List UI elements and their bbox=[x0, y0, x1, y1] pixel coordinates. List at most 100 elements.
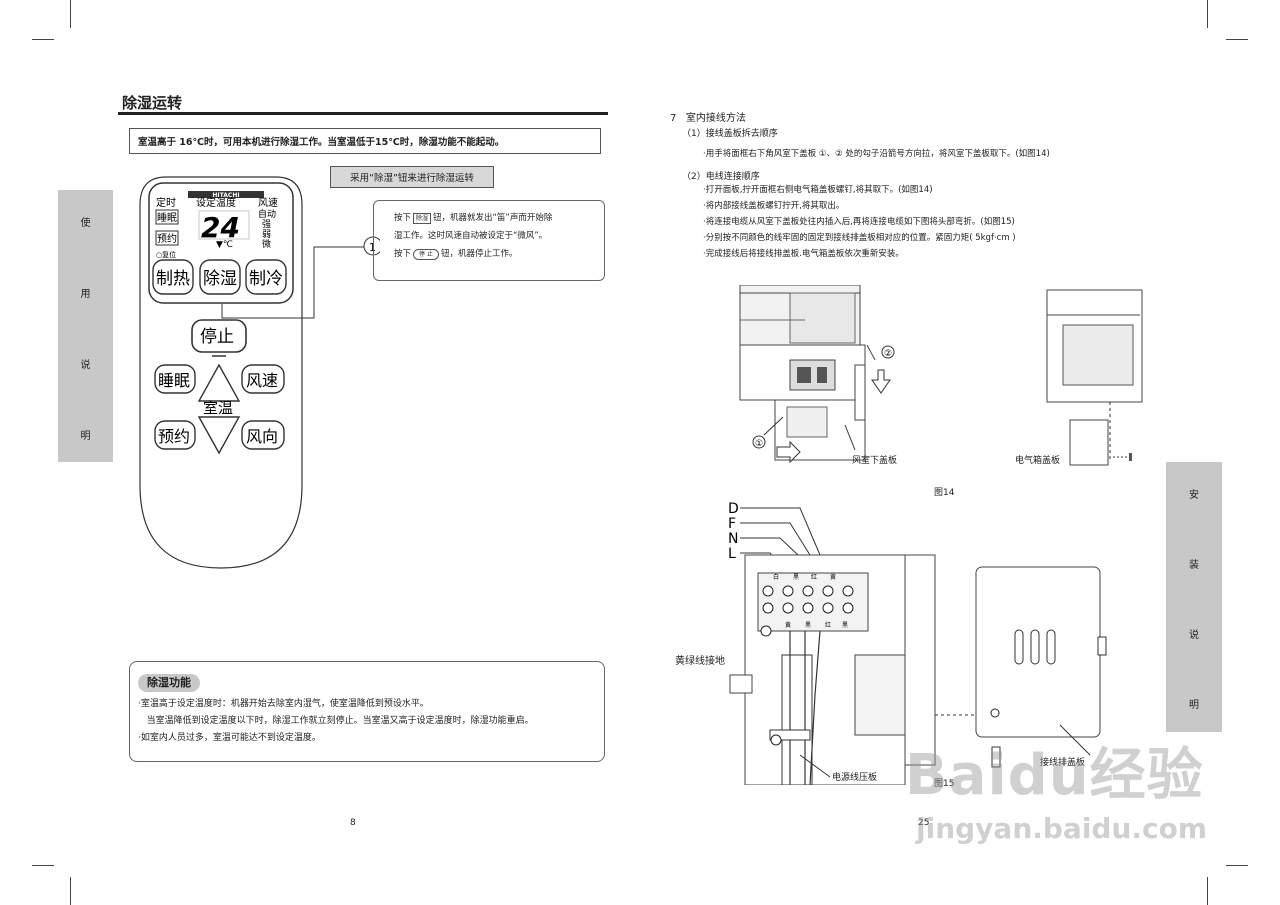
terminal-cover-label: 接线排盖板 bbox=[1040, 758, 1086, 768]
watermark-url: jingyan.baidu.com bbox=[916, 812, 1208, 845]
function-line: ·室温高于设定温度时：机器开始去除室内湿气，使室温降低到预设水平。 bbox=[138, 699, 429, 709]
temperature-note: 室温高于 16℃时，可用本机进行除湿工作。当室温低于15℃时，除湿功能不能起动。 bbox=[129, 128, 601, 154]
dehumidify-function-box: 除湿功能 ·室温高于设定温度时：机器开始去除室内湿气，使室温降低到预设水平。 当… bbox=[129, 661, 605, 762]
function-line: 当室温降低到设定温度以下时，除湿工作就立刻停止。当室温又高于设定温度时，除湿功能… bbox=[138, 716, 534, 726]
terminal-label: 红 bbox=[825, 621, 831, 629]
side-tab-char: 说 bbox=[80, 360, 91, 371]
terminal-label: 黑 bbox=[805, 622, 811, 629]
step-line: ·用手将面框右下角风室下盖板 ①、② 处的勾子沿箭号方向拉，将风室下盖板取下。(… bbox=[703, 149, 1050, 159]
crop-mark bbox=[70, 877, 71, 905]
brand-logo: HITACHI bbox=[212, 192, 239, 199]
wire-letter: N bbox=[728, 531, 738, 547]
terminal-label: 黑 bbox=[842, 622, 848, 629]
figure-caption: 图15 bbox=[934, 779, 955, 789]
step-line: ·将连接电缆从风室下盖板处往内插入后,再将连接电缆如下图将头部弯折。(如图15) bbox=[703, 217, 1015, 227]
callout-number: 1 bbox=[369, 241, 376, 254]
side-tab-char: 明 bbox=[80, 431, 91, 442]
temp-up-icon[interactable] bbox=[197, 363, 241, 402]
side-tab-char: 安 bbox=[1189, 490, 1199, 501]
function-line: ·如室内人员过多，室温可能达不到设定温度。 bbox=[138, 733, 321, 743]
fan-level: 弱 bbox=[262, 229, 271, 240]
temp-down-icon[interactable] bbox=[197, 416, 241, 455]
steps-list: ·打开面板,拧开面框右侧电气箱盖板螺钉,将其取下。(如图14) ·将内部接线盖板… bbox=[703, 182, 1016, 262]
step-line: ·分别按不同颜色的线牢固的固定到接线排盖板相对应的位置。紧固力矩( 5kgf·c… bbox=[703, 233, 1016, 243]
subheading-1: （1）接线盖板拆去顺序 bbox=[682, 129, 778, 139]
dry-button[interactable]: 除湿 bbox=[203, 269, 237, 289]
instruction-line: 按下除湿钮，机器就发出“笛”声而开始除 bbox=[394, 209, 594, 227]
instruction-text: 按下 bbox=[394, 213, 412, 223]
crop-mark bbox=[1226, 865, 1248, 866]
figure-14-drawing: ② ① bbox=[739, 285, 1143, 466]
page-title: 除湿运转 bbox=[122, 94, 183, 112]
crop-mark bbox=[70, 0, 71, 28]
direction-button[interactable]: 风向 bbox=[246, 427, 278, 446]
fan-level: 自动 bbox=[258, 208, 276, 220]
room-temp-label: 室温 bbox=[203, 399, 233, 417]
step-line: ·完成接线后将接线排盖板.电气箱盖板依次重新安装。 bbox=[703, 249, 904, 259]
crop-mark bbox=[1207, 877, 1208, 905]
timer-label: 定时 bbox=[156, 196, 176, 209]
sleep-button[interactable]: 睡眠 bbox=[158, 371, 190, 390]
install-side-tab: 安 装 说 明 bbox=[1166, 462, 1222, 732]
instruction-text: 钮，机器就发出“笛”声而开始除 bbox=[433, 213, 553, 223]
box-cover-label: 电气箱盖板 bbox=[1015, 456, 1061, 466]
timer-small-button[interactable]: 预约 bbox=[157, 232, 177, 245]
dry-button-chip: 采用“除湿”钮来进行除湿运转 bbox=[330, 166, 494, 188]
instruction-line: 按下停 止钮，机器停止工作。 bbox=[394, 245, 594, 263]
dry-instructions: 按下除湿钮，机器就发出“笛”声而开始除 湿工作。这时风速自动被设定于“微风”。 … bbox=[373, 200, 605, 281]
crop-mark bbox=[32, 39, 54, 40]
wire-color: 黄 bbox=[830, 573, 836, 581]
subheading-2: （2）电线连接顺序 bbox=[682, 172, 760, 182]
side-tab-char: 装 bbox=[1189, 560, 1199, 571]
side-tab-char: 明 bbox=[1189, 700, 1199, 711]
section-heading: 7 室内接线方法 bbox=[670, 113, 746, 124]
clamp-label: 电源线压板 bbox=[832, 773, 878, 783]
marker-1: ① bbox=[755, 439, 763, 449]
wire-color: 黑 bbox=[793, 574, 799, 581]
side-tab-char: 说 bbox=[1189, 630, 1199, 641]
temperature-unit: ▼℃ bbox=[216, 240, 233, 250]
title-rule bbox=[118, 112, 608, 115]
page-number: 25 bbox=[918, 818, 930, 828]
crop-mark bbox=[32, 865, 54, 866]
cool-button[interactable]: 制冷 bbox=[249, 269, 283, 289]
instruction-line: 湿工作。这时风速自动被设定于“微风”。 bbox=[394, 231, 548, 241]
page-number: 8 bbox=[350, 818, 356, 828]
watermark-brand: Baidu经验 bbox=[905, 743, 1204, 808]
wire-color: 红 bbox=[811, 573, 817, 581]
fan-level: 强 bbox=[262, 219, 271, 230]
crop-mark bbox=[1226, 39, 1248, 40]
step-line: ·打开面板,拧开面框右侧电气箱盖板螺钉,将其取下。(如图14) bbox=[703, 185, 933, 195]
remote-control: HITACHI 定时 设定温度 风速 自动 强 弱 微 24 ▼℃ 睡眠 预约 … bbox=[139, 176, 303, 569]
marker-2: ② bbox=[884, 349, 892, 359]
step-line: ·将内部接线盖板螺钉拧开,将其取出。 bbox=[703, 201, 845, 211]
terminal-label: 黄 bbox=[785, 621, 791, 629]
ground-label: 黄绿线接地 bbox=[675, 656, 725, 667]
fan-level: 微 bbox=[262, 238, 271, 250]
callout-connector: 1 bbox=[221, 236, 380, 319]
stop-button[interactable]: 停止 bbox=[200, 327, 234, 347]
crop-mark bbox=[1207, 0, 1208, 28]
timer-button[interactable]: 预约 bbox=[158, 427, 190, 446]
usage-side-tab: 使 用 说 明 bbox=[58, 190, 113, 462]
side-tab-char: 用 bbox=[80, 289, 91, 300]
wire-letter: D bbox=[728, 501, 739, 517]
wire-letter: L bbox=[728, 546, 736, 562]
figure-15-drawing: D F N L 白 黑 红 黄 黄 黑 红 黑 bbox=[728, 501, 1107, 785]
wire-letter: F bbox=[728, 516, 736, 532]
function-title: 除湿功能 bbox=[138, 674, 200, 692]
side-tab-char: 使 bbox=[80, 218, 91, 229]
instruction-text: 钮，机器停止工作。 bbox=[440, 249, 518, 259]
stop-key-icon: 停 止 bbox=[413, 249, 439, 260]
sleep-small-button[interactable]: 睡眠 bbox=[157, 211, 177, 224]
temperature-display: 24 bbox=[201, 211, 240, 244]
dry-key-icon: 除湿 bbox=[413, 213, 432, 224]
heat-button[interactable]: 制热 bbox=[156, 269, 190, 289]
figure-caption: 图14 bbox=[934, 488, 955, 498]
reset-label: ○复位 bbox=[156, 250, 176, 259]
wire-color: 白 bbox=[773, 573, 779, 581]
cover-label: 风室下盖板 bbox=[852, 456, 898, 466]
instruction-text: 按下 bbox=[394, 249, 412, 259]
fan-speed-button[interactable]: 风速 bbox=[246, 371, 278, 390]
fan-label: 风速 bbox=[258, 197, 278, 209]
